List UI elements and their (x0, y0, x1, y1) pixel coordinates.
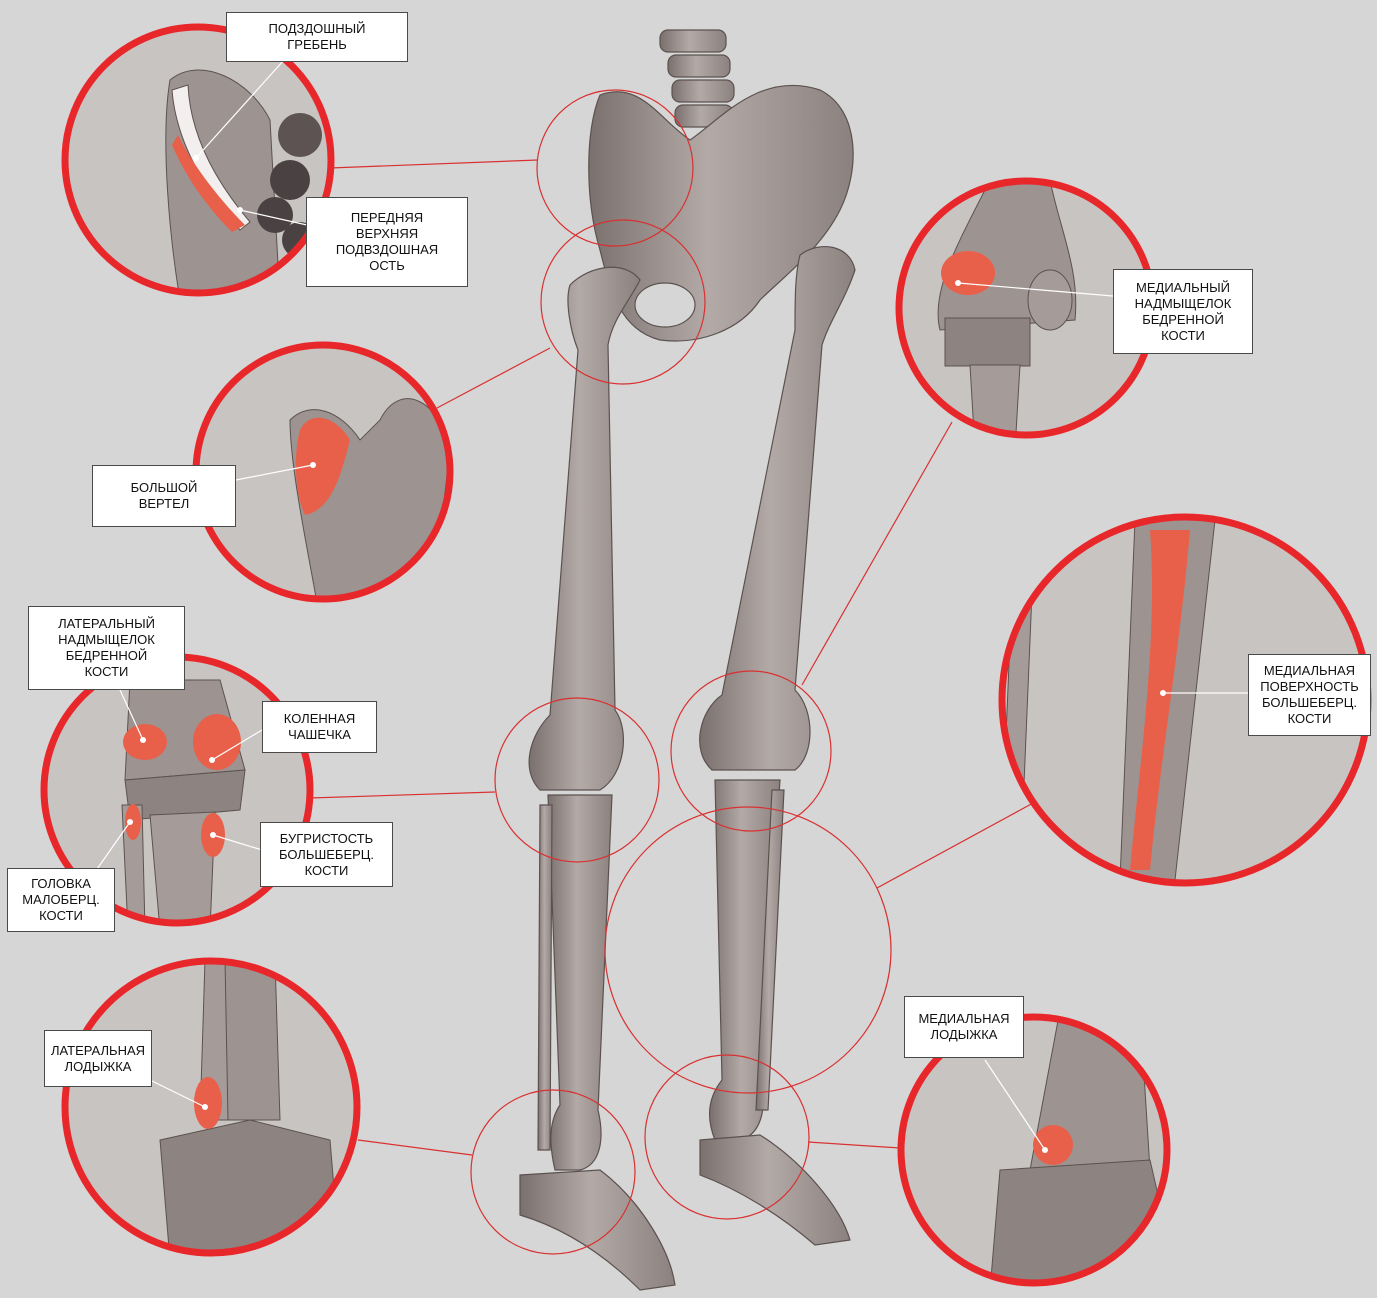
label-tibial-tuberosity: БУГРИСТОСТЬ БОЛЬШЕБЕРЦ. КОСТИ (260, 822, 393, 887)
label-patella: КОЛЕННАЯ ЧАШЕЧКА (262, 701, 377, 753)
left-femur (529, 267, 640, 790)
left-foot (520, 1170, 675, 1290)
connector-pelvis (330, 160, 538, 168)
label-medial-epicondyle: МЕДИАЛЬНЫЙ НАДМЫЩЕЛОК БЕДРЕННОЙ КОСТИ (1113, 269, 1253, 354)
label-lateral-epicondyle: ЛАТЕРАЛЬНЫЙ НАДМЫЩЕЛОК БЕДРЕННОЙ КОСТИ (28, 606, 185, 690)
obturator-foramen (635, 283, 695, 327)
label-medial-malleolus: МЕДИАЛЬНАЯ ЛОДЫЖКА (904, 996, 1024, 1058)
right-foot (700, 1135, 850, 1245)
label-fibula-head: ГОЛОВКА МАЛОБЕРЦ. КОСТИ (7, 868, 115, 932)
left-tibia (548, 795, 612, 1170)
label-lateral-malleolus: ЛАТЕРАЛЬНАЯ ЛОДЫЖКА (44, 1030, 152, 1087)
connector-hip (437, 348, 550, 408)
zoom-circle-lateral-ankle (65, 960, 357, 1260)
connector-right-ankle (808, 1142, 900, 1148)
label-iliac-crest: ПОДЗДОШНЫЙ ГРЕБЕНЬ (226, 12, 408, 62)
connector-left-knee (310, 792, 495, 798)
left-fibula (538, 805, 552, 1150)
label-greater-trochanter: БОЛЬШОЙ ВЕРТЕЛ (92, 465, 236, 527)
connector-left-ankle (358, 1140, 472, 1155)
label-anterior-superior-iliac-spine: ПЕРЕДНЯЯ ВЕРХНЯЯ ПОДВЗДОШНАЯ ОСТЬ (306, 197, 468, 287)
connector-tibia (877, 802, 1035, 888)
label-tibia-medial-surface: МЕДИАЛЬНАЯ ПОВЕРХНОСТЬ БОЛЬШЕБЕРЦ. КОСТИ (1248, 654, 1371, 736)
zoom-circle-iliac (65, 27, 331, 300)
connector-right-knee (802, 422, 952, 685)
lumbar-spine (660, 30, 734, 127)
skeleton-legs (520, 30, 855, 1290)
